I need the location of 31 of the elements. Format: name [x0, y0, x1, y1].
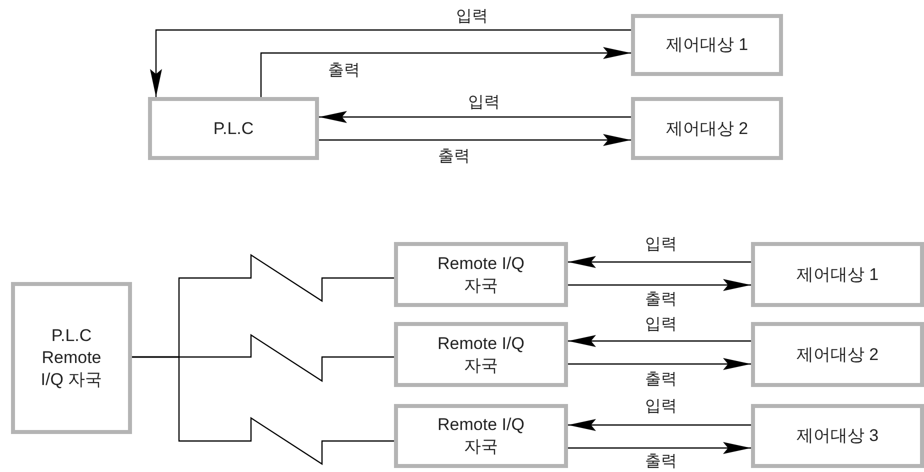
arrow [568, 256, 751, 268]
edge-label: 입력 [455, 8, 489, 26]
arrow [568, 335, 751, 347]
arrow [319, 111, 631, 123]
arrow [260, 47, 631, 97]
edge-label: 출력 [644, 453, 678, 471]
edge-label: 입력 [644, 236, 678, 254]
arrow [568, 279, 751, 291]
station-box: Remote I/Q 자국 [394, 242, 568, 307]
edge-label: 출력 [644, 371, 678, 389]
device-box: 제어대상 1 [751, 242, 924, 307]
arrow [568, 358, 751, 370]
arrow [568, 419, 751, 431]
station-box: Remote I/Q 자국 [394, 322, 568, 387]
device-box: 제어대상 1 [631, 14, 783, 76]
device-box: 제어대상 2 [751, 322, 924, 387]
edge-label: 출력 [644, 291, 678, 309]
plc-box: P.L.C [148, 97, 319, 160]
arrow [150, 29, 631, 97]
plc-box: P.L.C Remote I/Q 자국 [11, 282, 132, 434]
edge-label: 출력 [327, 62, 361, 80]
station-box: Remote I/Q 자국 [394, 404, 568, 468]
edge-label: 입력 [644, 316, 678, 334]
arrow [319, 134, 631, 146]
arrow [568, 442, 751, 454]
link-line [132, 356, 394, 466]
edge-label: 출력 [437, 148, 471, 166]
edge-label: 입력 [467, 94, 501, 112]
device-box: 제어대상 2 [631, 97, 783, 160]
edge-label: 입력 [644, 398, 678, 416]
device-box: 제어대상 3 [751, 404, 924, 468]
